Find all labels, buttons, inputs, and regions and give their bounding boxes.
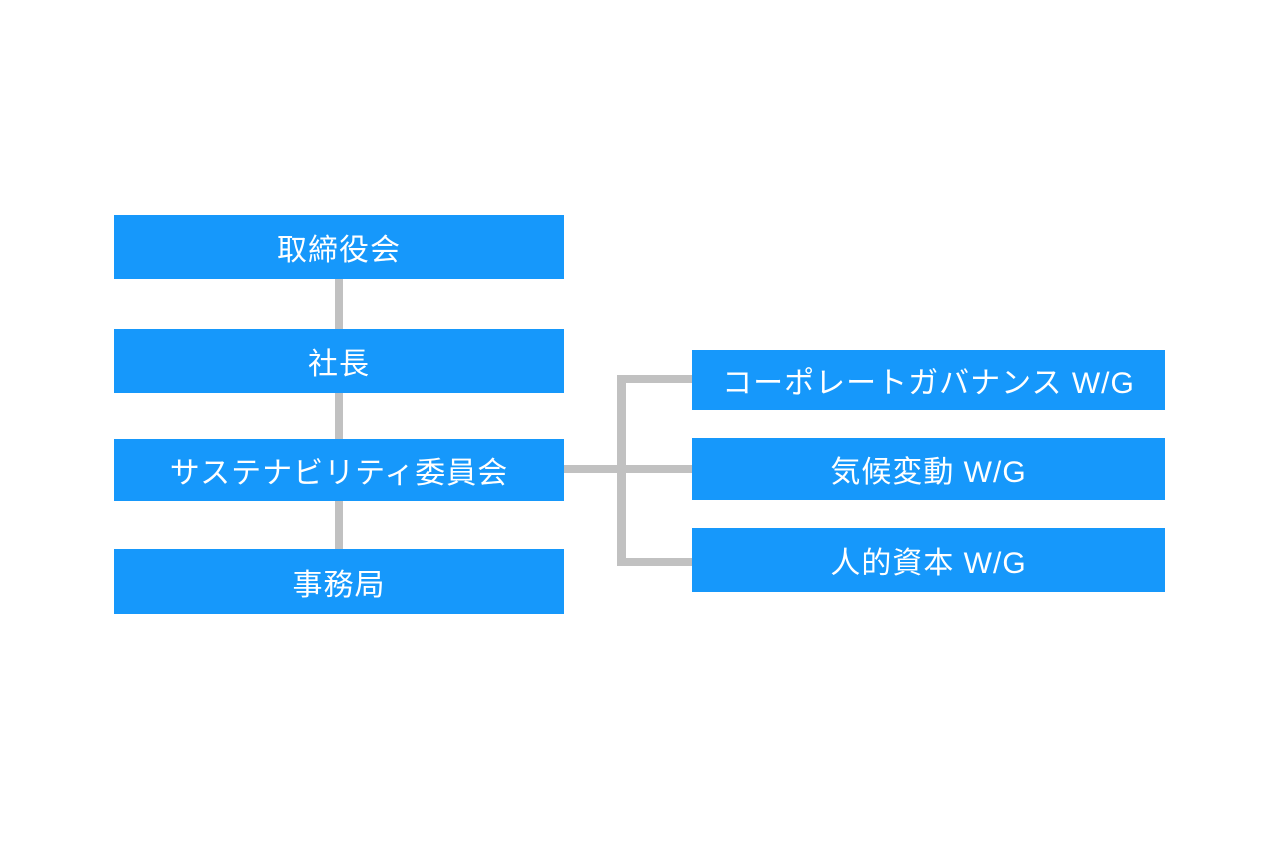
node-board-of-directors-label: 取締役会 (277, 234, 401, 267)
node-corporate-governance-wg: コーポレートガバナンス W/G (692, 350, 1165, 410)
node-corporate-governance-wg-label: コーポレートガバナンス W/G (722, 367, 1135, 400)
connector-branch-human-capital-wg (617, 558, 693, 566)
node-climate-change-wg: 気候変動 W/G (692, 438, 1165, 500)
node-secretariat: 事務局 (114, 549, 564, 614)
node-climate-change-wg-label: 気候変動 W/G (830, 456, 1027, 489)
node-human-capital-wg: 人的資本 W/G (692, 528, 1165, 592)
node-sustainability-committee-label: サステナビリティ委員会 (169, 457, 509, 490)
node-sustainability-committee: サステナビリティ委員会 (114, 439, 564, 501)
connector-branch-governance-wg (617, 375, 693, 383)
node-president-label: 社長 (308, 348, 370, 381)
node-secretariat-label: 事務局 (292, 568, 386, 602)
node-board-of-directors: 取締役会 (114, 215, 564, 279)
node-president: 社長 (114, 329, 564, 393)
connector-committee-to-wg-horizontal (564, 465, 693, 473)
connector-wg-vertical-trunk (617, 375, 626, 566)
connector-left-column-vertical (335, 247, 343, 580)
node-human-capital-wg-label: 人的資本 W/G (830, 547, 1027, 580)
